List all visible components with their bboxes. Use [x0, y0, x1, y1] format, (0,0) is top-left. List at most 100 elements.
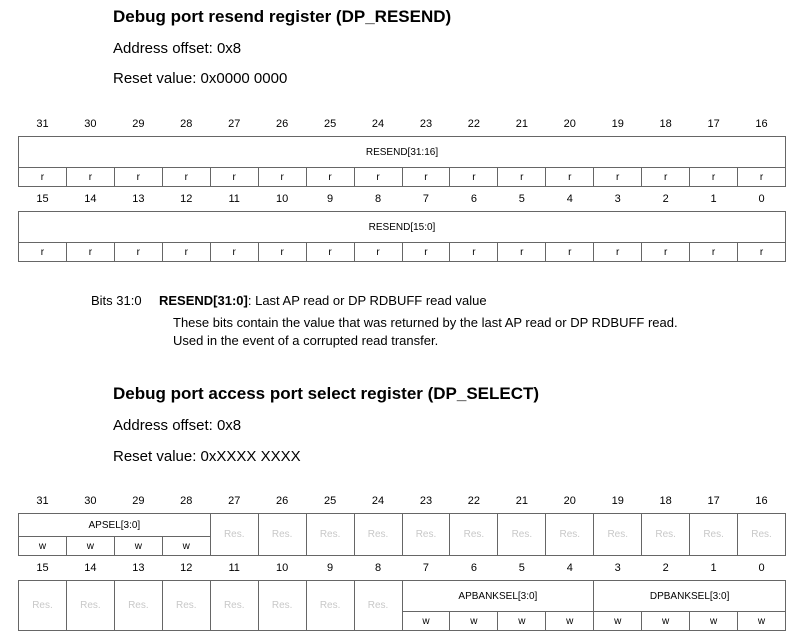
access-type: r — [737, 242, 786, 262]
access-type: r — [113, 242, 163, 262]
bit-number: 30 — [84, 495, 97, 507]
resend-reset-value: Reset value: 0x0000 0000 — [113, 70, 288, 87]
access-type: r — [641, 242, 691, 262]
bit-number: 22 — [467, 118, 481, 130]
bit-number: 12 — [180, 193, 193, 205]
access-type: r — [305, 167, 355, 187]
bit-number: 11 — [228, 193, 240, 205]
bit-number: 2 — [662, 193, 669, 205]
bit-number: 18 — [659, 495, 672, 507]
bit-number: 17 — [707, 495, 720, 507]
bit-number: 22 — [467, 495, 481, 507]
bit-number: 19 — [611, 118, 624, 130]
bit-number: 31 — [36, 495, 49, 507]
bit-number: 27 — [228, 118, 241, 130]
access-type: r — [449, 167, 499, 187]
access-type: r — [497, 242, 547, 262]
bit-number: 4 — [566, 562, 573, 574]
bit-number: 27 — [228, 495, 241, 507]
resend-register-table: 31 30 29 28 27 26 25 24 23 22 21 20 19 1… — [18, 112, 786, 262]
bit-number: 24 — [371, 118, 385, 130]
access-type: r — [641, 167, 691, 187]
bit-number: 8 — [374, 193, 382, 205]
access-type: r — [209, 242, 259, 262]
bit-number: 4 — [566, 193, 573, 205]
bit-number: 20 — [563, 495, 576, 507]
access-type: r — [65, 167, 115, 187]
select-reset-value: Reset value: 0xXXXX XXXX — [113, 448, 301, 465]
bit-field-detail-2: Used in the event of a corrupted read tr… — [173, 333, 439, 348]
field-reserved: Res. — [209, 580, 259, 631]
bit-number: 28 — [180, 118, 193, 130]
bit-number: 15 — [36, 193, 49, 205]
field-reserved: Res. — [65, 580, 115, 631]
access-type: w — [449, 611, 499, 631]
bit-number: 31 — [36, 118, 49, 130]
bit-number: 30 — [84, 118, 97, 130]
access-type: w — [497, 611, 547, 631]
bit-number: 7 — [422, 193, 430, 205]
bit-number: 6 — [470, 193, 477, 205]
access-type: r — [353, 242, 403, 262]
access-type: r — [689, 242, 739, 262]
field-reserved: Res. — [401, 513, 451, 556]
bit-number: 5 — [518, 193, 525, 205]
access-type: w — [737, 611, 786, 631]
bit-number: 2 — [662, 562, 669, 574]
bit-number: 9 — [327, 562, 334, 574]
field-resend-low: RESEND[15:0] — [18, 211, 786, 243]
field-reserved: Res. — [353, 580, 403, 631]
field-apsel: APSEL[3:0] — [18, 513, 211, 537]
access-type: r — [113, 167, 163, 187]
bit-number: 16 — [755, 495, 768, 507]
field-reserved: Res. — [113, 580, 163, 631]
bit-number: 1 — [710, 193, 717, 205]
access-type: r — [593, 242, 643, 262]
bit-range: Bits 31:0 — [91, 293, 142, 308]
field-reserved: Res. — [257, 580, 307, 631]
bit-field-name: RESEND[31:0] — [159, 293, 248, 308]
access-type: r — [353, 167, 403, 187]
bit-number: 14 — [84, 562, 97, 574]
access-type: r — [401, 242, 451, 262]
field-reserved: Res. — [257, 513, 307, 556]
bit-number: 6 — [470, 562, 477, 574]
access-type: r — [545, 167, 595, 187]
access-type: w — [641, 611, 691, 631]
bit-number: 29 — [132, 118, 145, 130]
bit-number: 19 — [611, 495, 624, 507]
bit-number-row: 31 30 29 28 27 26 25 24 23 22 21 20 19 1… — [19, 489, 786, 514]
access-type: w — [18, 536, 67, 556]
bit-field-description: RESEND[31:0]: Last AP read or DP RDBUFF … — [159, 293, 487, 308]
access-type: w — [593, 611, 643, 631]
access-type: r — [257, 242, 307, 262]
bit-number-row: 31 30 29 28 27 26 25 24 23 22 21 20 19 1… — [19, 112, 786, 137]
field-reserved: Res. — [209, 513, 259, 556]
bit-number: 25 — [323, 495, 337, 507]
field-reserved: Res. — [18, 580, 67, 631]
access-type: r — [18, 242, 67, 262]
field-reserved: Res. — [545, 513, 595, 556]
bit-number: 21 — [515, 118, 528, 130]
access-type: w — [113, 536, 163, 556]
field-apbanksel: APBANKSEL[3:0] — [401, 580, 595, 612]
bit-number: 5 — [518, 562, 525, 574]
access-type: r — [305, 242, 355, 262]
access-type: r — [497, 167, 547, 187]
access-type: r — [737, 167, 786, 187]
access-type: r — [401, 167, 451, 187]
access-row: r r r r r r r r r r r r r r r r — [18, 167, 786, 187]
access-type: r — [65, 242, 115, 262]
bit-number: 23 — [419, 495, 433, 507]
bit-number: 25 — [323, 118, 337, 130]
access-type: w — [161, 536, 211, 556]
access-row: w w w w — [18, 536, 786, 556]
bit-number: 26 — [276, 495, 289, 507]
bit-number: 13 — [132, 193, 145, 205]
access-type: w — [689, 611, 739, 631]
select-title: Debug port access port select register (… — [113, 384, 540, 403]
bit-number: 14 — [84, 193, 97, 205]
bit-number: 17 — [707, 118, 720, 130]
select-address-offset: Address offset: 0x8 — [113, 417, 242, 434]
resend-address-offset: Address offset: 0x8 — [113, 40, 242, 57]
